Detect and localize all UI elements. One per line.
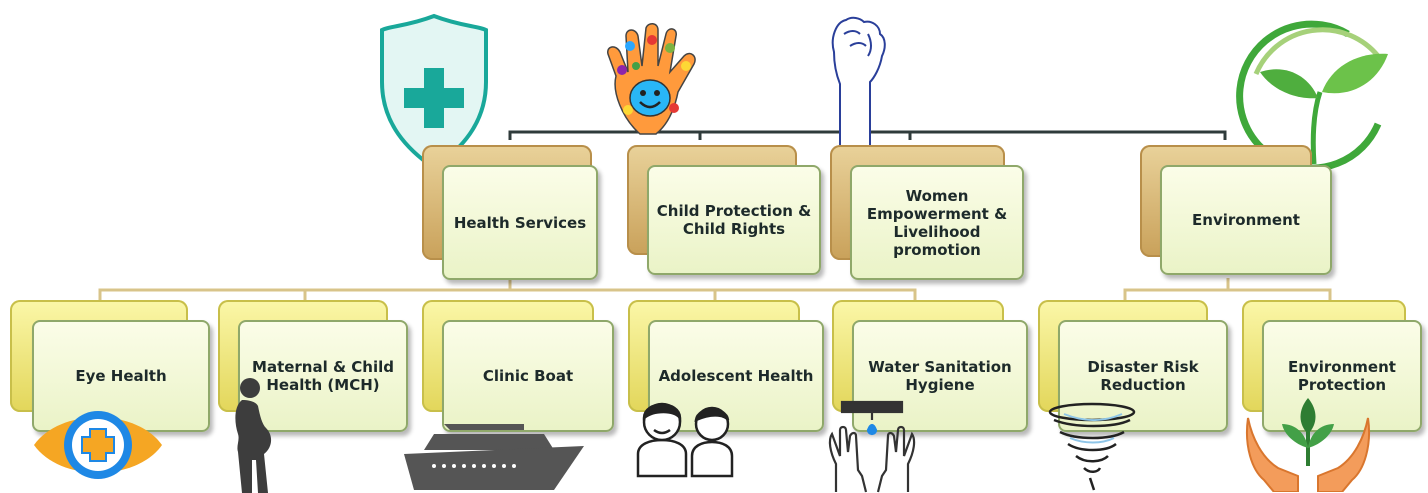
program-eye-health-label: Eye Health	[32, 320, 210, 432]
program-environment-protection[interactable]: Environment Protection	[1242, 300, 1422, 432]
program-wash-label: Water Sanitation Hygiene	[852, 320, 1028, 432]
category-child-rights[interactable]: Child Protection & Child Rights	[627, 145, 821, 275]
handwashing-icon	[828, 400, 916, 493]
program-disaster-risk-reduction[interactable]: Disaster Risk Reduction	[1038, 300, 1228, 432]
program-drr-label: Disaster Risk Reduction	[1058, 320, 1228, 432]
program-clinic-boat-label: Clinic Boat	[442, 320, 614, 432]
leaf-circle-icon	[1236, 20, 1388, 172]
category-environment-label: Environment	[1160, 165, 1332, 275]
tornado-icon	[1048, 402, 1136, 491]
hands-plant-icon	[1246, 398, 1370, 492]
category-health-label: Health Services	[442, 165, 598, 280]
boat-icon	[404, 424, 584, 490]
program-clinic-boat[interactable]: Clinic Boat	[422, 300, 614, 432]
category-child-rights-label: Child Protection & Child Rights	[647, 165, 821, 275]
eye-plus-icon	[34, 411, 162, 479]
program-eye-health[interactable]: Eye Health	[10, 300, 210, 432]
program-env-protection-label: Environment Protection	[1262, 320, 1422, 432]
pregnant-woman-icon	[235, 378, 272, 493]
category-health[interactable]: Health Services	[422, 145, 598, 280]
painted-hand-icon	[607, 23, 696, 135]
raised-fist-icon	[831, 16, 886, 152]
program-mch-label: Maternal & Child Health (MCH)	[238, 320, 408, 432]
program-wash[interactable]: Water Sanitation Hygiene	[832, 300, 1028, 432]
category-women[interactable]: Women Empowerment & Livelihood promotion	[830, 145, 1024, 280]
category-environment[interactable]: Environment	[1140, 145, 1332, 275]
category-women-label: Women Empowerment & Livelihood promotion	[850, 165, 1024, 280]
teenagers-icon	[636, 402, 734, 478]
